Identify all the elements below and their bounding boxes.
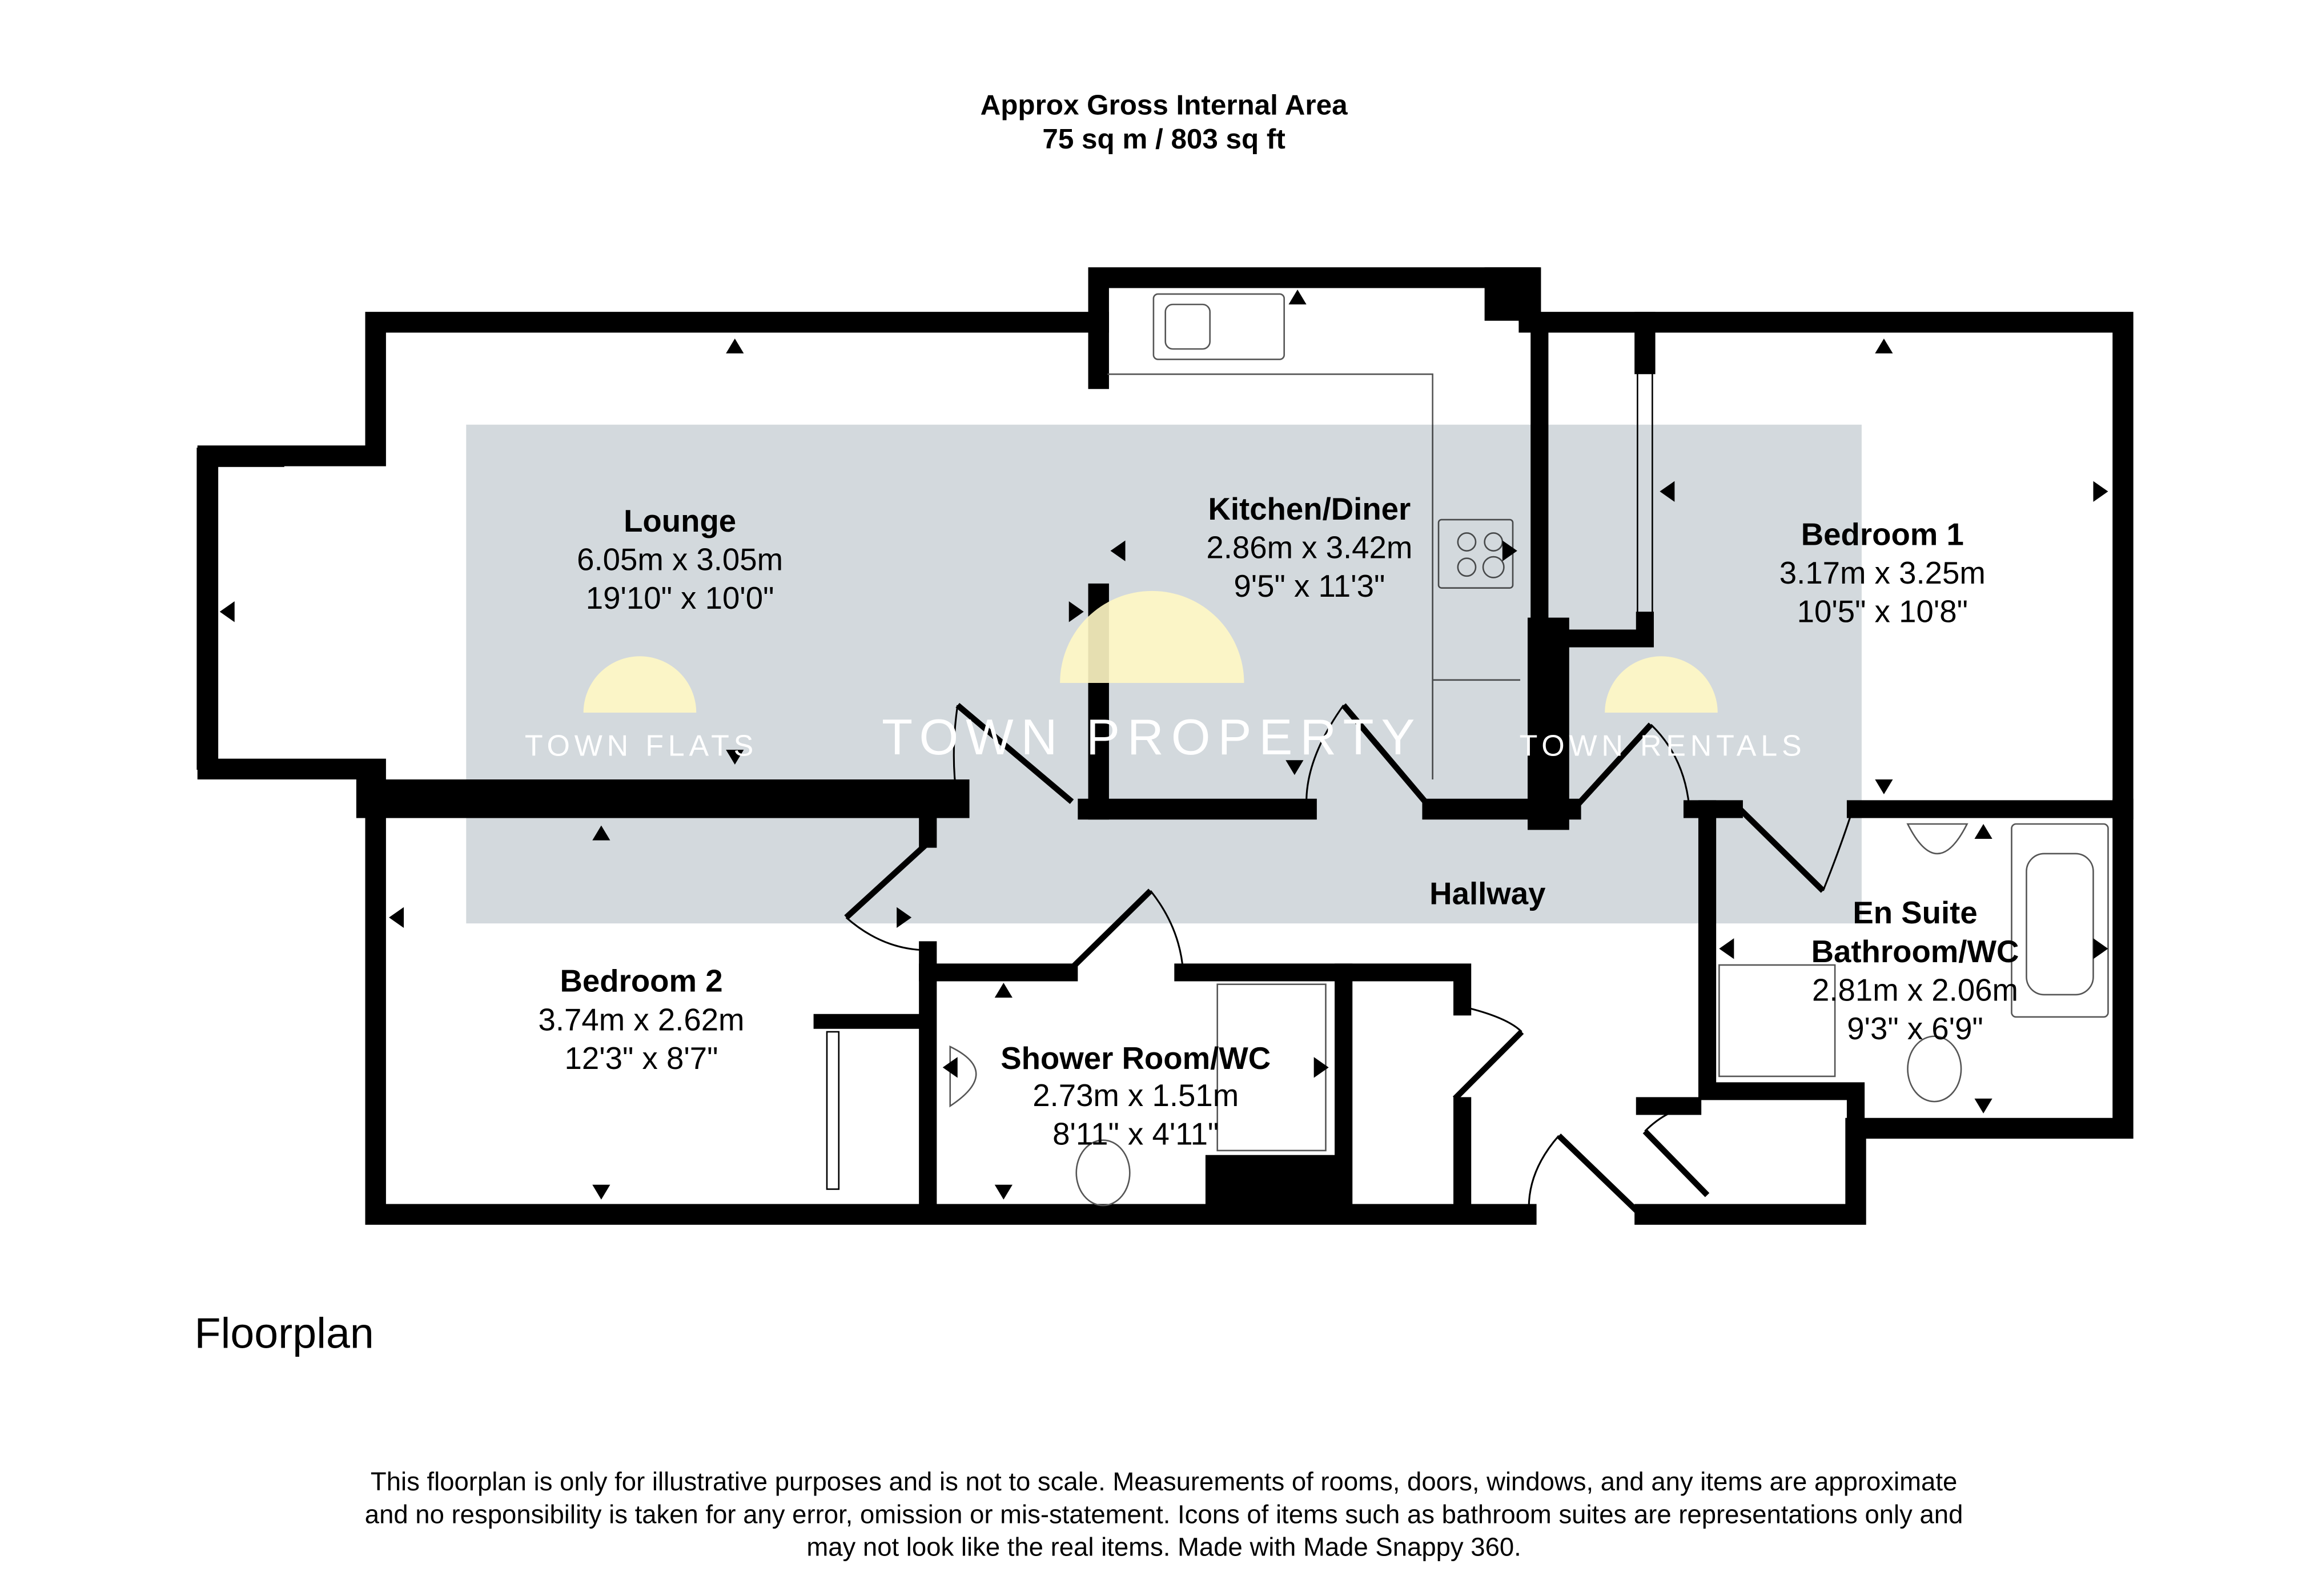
room-imperial: 10'5" x 10'8" (1797, 594, 1968, 629)
watermark-town-property: TOWN PROPERTY (882, 709, 1422, 765)
disclaimer-line-2: and no responsibility is taken for any e… (365, 1499, 1963, 1529)
room-name: Bedroom 2 (560, 964, 722, 999)
toilet-icon-ensuite (1907, 1035, 1962, 1103)
room-name: Shower Room/WC (1001, 1041, 1271, 1076)
room-metric: 2.73m x 1.51m (1033, 1078, 1239, 1113)
basin-icon (949, 1045, 977, 1108)
room-metric: 2.86m x 3.42m (1206, 530, 1412, 565)
room-name: Lounge (624, 504, 736, 538)
room-metric: 2.81m x 2.06m (1812, 972, 2018, 1007)
area-value: 75 sq m / 803 sq ft (1042, 123, 1285, 155)
room-name: En Suite (1853, 895, 1977, 930)
room-metric: 3.17m x 3.25m (1779, 556, 1986, 590)
floor-label: Floorplan (195, 1309, 374, 1357)
basin-icon-ensuite (1906, 823, 1968, 855)
room-shower: Shower Room/WC 2.73m x 1.51m 8'11" x 4'1… (1001, 1041, 1271, 1152)
sink-icon (1152, 293, 1285, 360)
room-name: Bathroom/WC (1811, 934, 2019, 969)
watermark-town-flats: TOWN FLATS (525, 729, 758, 762)
room-name: Kitchen/Diner (1208, 492, 1411, 526)
disclaimer-line-1: This floorplan is only for illustrative … (371, 1467, 1957, 1496)
room-imperial: 19'10" x 10'0" (586, 581, 774, 616)
room-imperial: 9'5" x 11'3" (1234, 569, 1385, 604)
room-imperial: 8'11" x 4'11" (1052, 1117, 1219, 1152)
shower-tray-icon-ensuite (1718, 964, 1836, 1078)
room-name: Bedroom 1 (1801, 517, 1964, 552)
watermark-logos (583, 590, 1718, 713)
room-metric: 6.05m x 3.05m (577, 542, 783, 577)
toilet-icon (1075, 1139, 1131, 1207)
room-kitchen: Kitchen/Diner 2.86m x 3.42m 9'5" x 11'3" (1206, 492, 1412, 604)
room-lounge: Lounge 6.05m x 3.05m 19'10" x 10'0" (577, 504, 783, 616)
bath-icon (2011, 823, 2109, 1018)
room-hallway: Hallway (1429, 876, 1546, 911)
area-title: Approx Gross Internal Area (981, 89, 1348, 120)
room-en-suite: En Suite Bathroom/WC 2.81m x 2.06m 9'3" … (1811, 895, 2019, 1046)
room-imperial: 12'3" x 8'7" (565, 1041, 718, 1076)
disclaimer-line-3: may not look like the real items. Made w… (806, 1533, 1521, 1562)
room-bedroom-2: Bedroom 2 3.74m x 2.62m 12'3" x 8'7" (539, 964, 745, 1076)
room-bedroom-1: Bedroom 1 3.17m x 3.25m 10'5" x 10'8" (1779, 517, 1986, 629)
watermark-town-rentals: TOWN RENTALS (1520, 729, 1806, 762)
room-metric: 3.74m x 2.62m (539, 1002, 745, 1037)
room-imperial: 9'3" x 6'9" (1847, 1011, 1983, 1046)
